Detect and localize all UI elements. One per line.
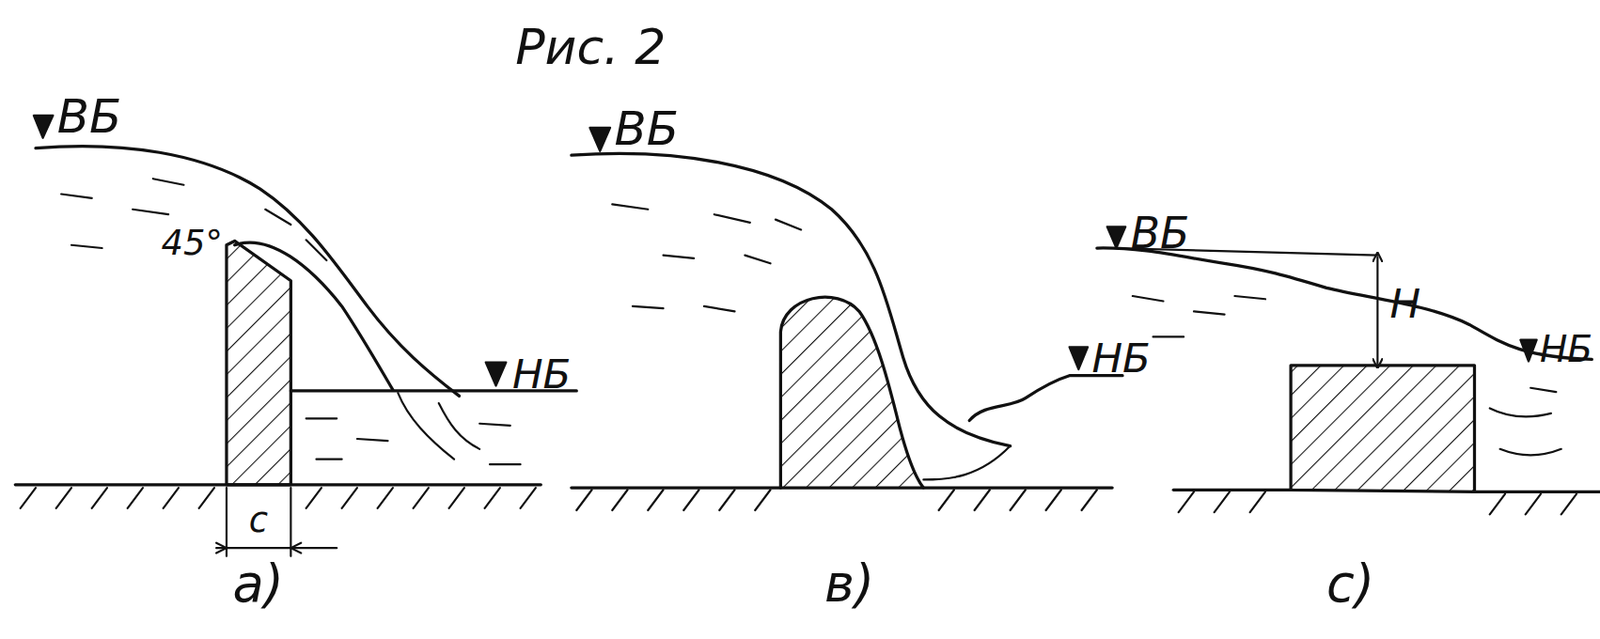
water-level-label: НБ: [1539, 330, 1593, 368]
angle-label: 45°: [161, 226, 223, 262]
panel-c: [1097, 226, 1600, 515]
panel-a: [15, 115, 577, 557]
dimension-label: H: [1389, 283, 1421, 325]
water-level-label: ВБ: [613, 106, 679, 154]
water-level-label: ВБ: [1130, 212, 1191, 256]
water-level-label: НБ: [1091, 338, 1150, 379]
panel-caption: a): [232, 559, 283, 611]
dimension-label: c: [249, 503, 268, 539]
water-level-label: НБ: [512, 354, 571, 395]
figure-title: Рис. 2: [515, 22, 666, 72]
panel-caption: в): [824, 559, 875, 611]
panel-b: [571, 127, 1123, 511]
panel-caption: с): [1326, 559, 1375, 611]
water-level-label: ВБ: [57, 94, 123, 142]
